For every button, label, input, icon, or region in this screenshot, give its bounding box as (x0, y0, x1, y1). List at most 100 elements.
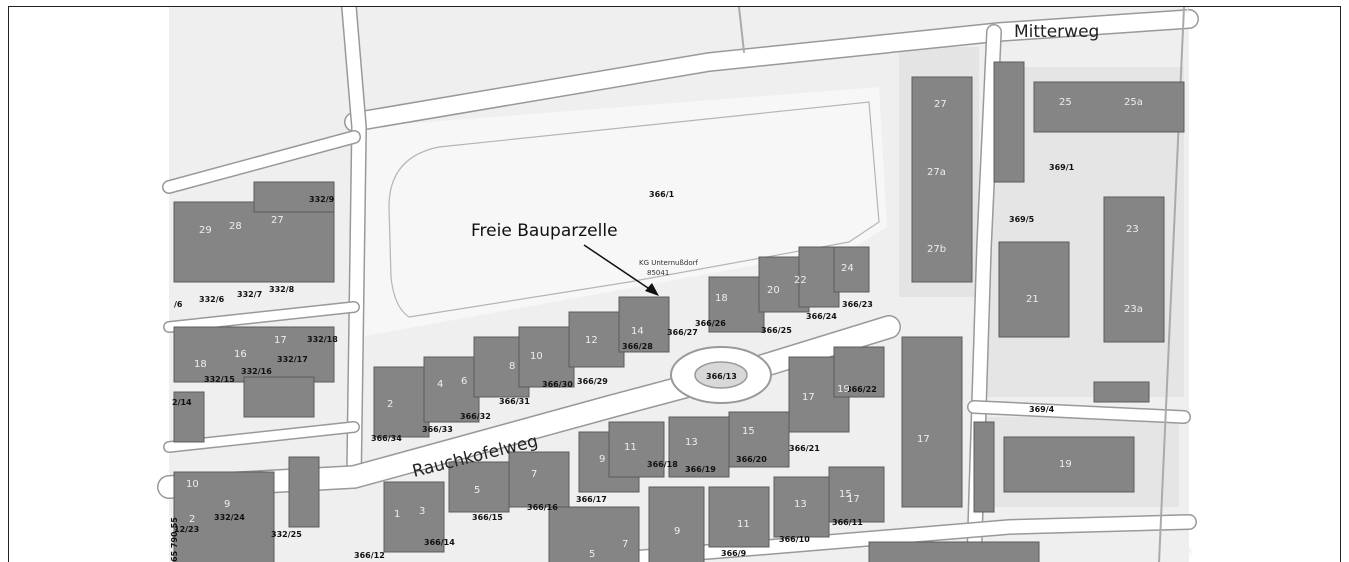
house-number: 18 (194, 359, 207, 370)
parcel-number: /6 (174, 300, 183, 309)
house-number: 27a (927, 167, 946, 178)
house-number: 10 (530, 351, 543, 362)
parcel-number: 366/15 (472, 513, 503, 522)
parcel-number: 366/20 (736, 455, 767, 464)
house-number: 22 (794, 275, 807, 286)
house-number: 2 (189, 514, 195, 525)
parcel-number: 332/24 (214, 513, 245, 522)
parcel-number: 332/7 (237, 290, 262, 299)
parcel-number: 2/14 (172, 398, 192, 407)
house-number: 12 (585, 335, 598, 346)
field-boundary (388, 101, 880, 318)
house-number: 1 (394, 509, 400, 520)
house-number: 19 (837, 384, 850, 395)
house-number: 17 (274, 335, 287, 346)
parcel-number: 366/13 (706, 372, 737, 381)
house-number: 13 (794, 499, 807, 510)
house-number: 5 (589, 549, 595, 560)
house-number: 16 (234, 349, 247, 360)
house-number: 11 (624, 442, 637, 453)
house-number: 13 (685, 437, 698, 448)
house-number: 17 (847, 494, 860, 505)
house-number: 14 (631, 326, 644, 337)
street-label-mitterweg: Mitterweg (1014, 22, 1099, 42)
parcel-number: 332/15 (204, 375, 235, 384)
house-number: 25 (1059, 97, 1072, 108)
house-number: 15 (839, 489, 852, 500)
parcel-number: 332/25 (271, 530, 302, 539)
parcel-number: 366/27 (667, 328, 698, 337)
house-number: 3 (419, 506, 425, 517)
parcel-number: 369/5 (1009, 215, 1035, 224)
house-number: 3 (1186, 547, 1192, 558)
parcel-number: 366/14 (424, 538, 455, 547)
parcel-number: 332/6 (199, 295, 225, 304)
parcel-number: 366/34 (371, 434, 402, 443)
parcel-number: 366/28 (622, 342, 653, 351)
house-number: 7 (531, 469, 537, 480)
annotation-arrow-line (583, 244, 655, 293)
parcel-number: 366/17 (576, 495, 607, 504)
house-number: 1 (1184, 7, 1190, 16)
cadastral-map[interactable]: Mitterweg Rauchkofelweg Freie Bauparzell… (9, 7, 1341, 562)
parcel-number: 366/11 (832, 518, 863, 527)
house-number: 19 (1059, 459, 1072, 470)
parcel-number: 366/24 (806, 312, 837, 321)
house-number: 5 (474, 485, 480, 496)
house-number: 9 (599, 454, 605, 465)
parcel-number: 366/18 (647, 460, 678, 469)
house-number: 17 (917, 434, 930, 445)
house-number: 25a (1124, 97, 1143, 108)
house-number: 23a (1124, 304, 1143, 315)
house-number: 27b (927, 244, 946, 255)
parcel-number: 366/9 (721, 549, 747, 558)
parcel-number: 332/17 (277, 355, 308, 364)
cadastral-label-line1: KG Unternußdorf (639, 259, 698, 267)
annotation-label: Freie Bauparzelle (471, 221, 618, 241)
parcel-number: 366/32 (460, 412, 491, 421)
parcel-number: 366/19 (685, 465, 716, 474)
buildings (173, 61, 1185, 562)
parcel-number: 332/18 (307, 335, 338, 344)
parcel-number: 366/23 (842, 300, 873, 309)
parcel-number: 366/12 (354, 551, 385, 560)
parcel-number: 366/25 (761, 326, 792, 335)
cadastral-label-line2: 85041 (647, 269, 669, 277)
parcel-number: 369/1 (1049, 163, 1075, 172)
parcel-number: 332/9 (309, 195, 335, 204)
house-number: 7 (622, 539, 628, 550)
house-number: 6 (461, 376, 467, 387)
parcel-number: 332/8 (269, 285, 295, 294)
parcel-numbers: 366/1 369/1 369/5 369/4 332/9 332/6 332/… (170, 163, 1075, 562)
house-number: 21 (1026, 294, 1039, 305)
house-number: 23 (1126, 224, 1139, 235)
parcel-number: 366/1 (649, 190, 675, 199)
house-number: 27 (934, 99, 947, 110)
parcel-number: 366/16 (527, 503, 558, 512)
parcel-number: 366/31 (499, 397, 530, 406)
house-number: 20 (767, 285, 780, 296)
parcel-number: 369/4 (1029, 405, 1055, 414)
house-number: 10 (186, 479, 199, 490)
house-number: 15 (742, 426, 755, 437)
parcel-number: 366/21 (789, 444, 820, 453)
parcel-number: 12/23 (174, 525, 199, 534)
house-number: 17 (802, 392, 815, 403)
parcel-number: 366/26 (695, 319, 726, 328)
house-number: 11 (737, 519, 750, 530)
house-numbers: 27 27a 27b 25 25a 23 23a 21 19 17 29 28 … (186, 7, 1192, 560)
house-number: 4 (437, 379, 443, 390)
house-number: 29 (199, 225, 212, 236)
parcel-number: 366/30 (542, 380, 573, 389)
map-frame: Mitterweg Rauchkofelweg Freie Bauparzell… (8, 6, 1341, 562)
parcel-number: 366/33 (422, 425, 453, 434)
house-number: 27 (271, 215, 284, 226)
parcel-number: 366/29 (577, 377, 608, 386)
parcel-number: 65 790.55 (170, 517, 179, 562)
parcel-number: 366/22 (846, 385, 877, 394)
house-number: 8 (509, 361, 515, 372)
house-number: 28 (229, 221, 242, 232)
house-number: 18 (715, 293, 728, 304)
parcel-number: 332/16 (241, 367, 272, 376)
parcel-number: 366/10 (779, 535, 810, 544)
